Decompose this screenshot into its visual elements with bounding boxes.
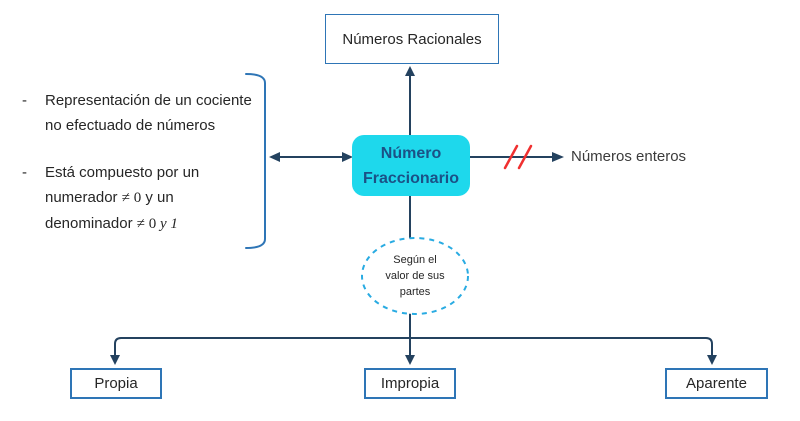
arrowhead-down-right (707, 355, 717, 365)
note-1-line-2: no efectuado de números (45, 117, 216, 134)
note-1-line-1: Representación de un cociente (45, 92, 252, 109)
node-numeros-racionales: Números Racionales (325, 14, 499, 64)
up-arrow (405, 66, 415, 135)
left-bracket (245, 73, 266, 249)
negation-slashes-icon (503, 144, 533, 170)
node-impropia-label: Impropia (380, 375, 440, 392)
node-propia: Propia (70, 368, 162, 399)
condition-line-2: valor de sus (385, 270, 445, 282)
node-numero-fraccionario: Número Fraccionario (352, 135, 470, 196)
condition-ellipse-label: Según el valor de sus partes (367, 247, 463, 305)
note-1-text: Representación de un cociente no efectua… (45, 88, 262, 138)
note-2-line-2: numerador ≠ 0 y un (45, 189, 174, 206)
branch-connector (110, 337, 717, 365)
arrowhead-up (405, 66, 415, 76)
arrowhead-down-left (110, 355, 120, 365)
node-impropia: Impropia (364, 368, 456, 399)
note-item-1: - Representación de un cociente no efect… (22, 88, 262, 138)
condition-line-1: Según el (393, 254, 437, 266)
node-aparente: Aparente (665, 368, 768, 399)
note-2-text: Está compuesto por un numerador ≠ 0 y un… (45, 160, 262, 237)
arrowhead-down-center (405, 355, 415, 365)
negated-arrow (470, 152, 564, 162)
arrowhead-right (552, 152, 564, 162)
note-2-bullet: - (22, 164, 27, 181)
condition-ellipse-shape (361, 237, 469, 315)
node-propia-label: Propia (94, 375, 138, 392)
bidirectional-arrow (269, 152, 353, 162)
arrowhead-left (269, 152, 280, 162)
node-numeros-racionales-label: Números Racionales (342, 30, 482, 48)
node-aparente-label: Aparente (686, 375, 747, 392)
condition-line-3: partes (399, 286, 431, 298)
note-item-2: - Está compuesto por un numerador ≠ 0 y … (22, 160, 262, 237)
label-numeros-enteros: Números enteros (571, 148, 687, 165)
note-2-line-3: denominador ≠ 0 y 1 (45, 215, 178, 232)
note-1-bullet: - (22, 92, 27, 109)
note-2-line-1: Está compuesto por un (45, 164, 200, 181)
node-numero-fraccionario-label: Número Fraccionario (362, 144, 460, 187)
arrowhead-right-inner (342, 152, 353, 162)
notes-block: - Representación de un cociente no efect… (22, 88, 262, 237)
